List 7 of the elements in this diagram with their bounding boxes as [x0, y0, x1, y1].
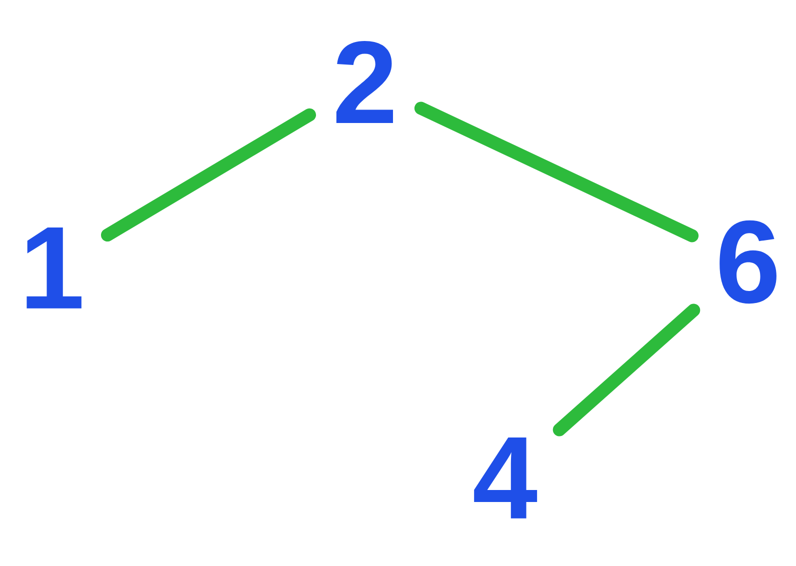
- digit-label: 6: [720, 220, 776, 304]
- digit-label: 2: [336, 40, 393, 124]
- connector-line: [101, 108, 316, 242]
- connector-line: [552, 304, 700, 436]
- digit-label: 4: [474, 438, 538, 518]
- connector-line: [414, 102, 699, 242]
- digit-label: 1: [26, 228, 82, 308]
